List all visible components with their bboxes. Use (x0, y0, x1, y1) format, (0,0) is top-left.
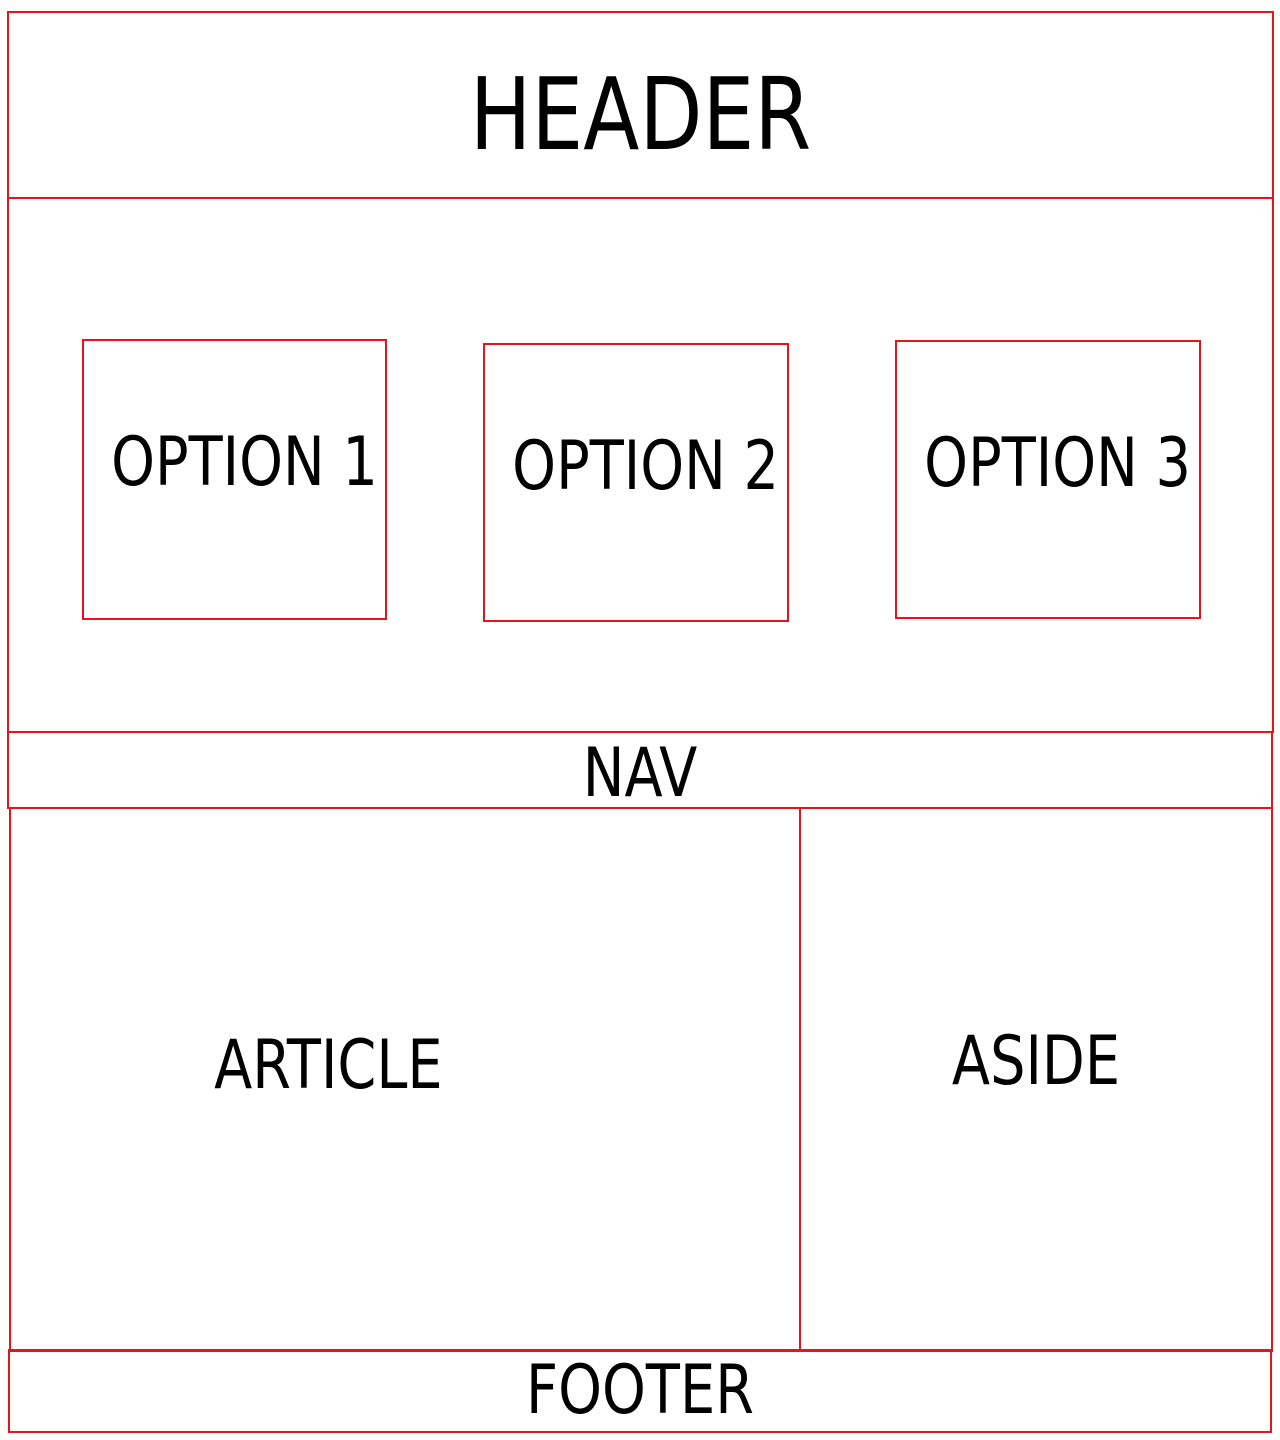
option-2-box[interactable]: OPTION 2 (483, 343, 789, 622)
option-2-label: OPTION 2 (512, 427, 780, 506)
aside-label: ASIDE (951, 1022, 1121, 1101)
article-label: ARTICLE (214, 1026, 443, 1105)
header-region: HEADER (7, 11, 1274, 199)
footer-region: FOOTER (8, 1349, 1272, 1433)
aside-region: ASIDE (799, 808, 1273, 1352)
article-region: ARTICLE (9, 808, 802, 1352)
nav-label: NAV (582, 734, 698, 813)
nav-region: NAV (7, 731, 1273, 809)
header-label: HEADER (469, 56, 812, 173)
option-3-box[interactable]: OPTION 3 (895, 340, 1201, 619)
option-3-label: OPTION 3 (924, 424, 1192, 503)
option-1-box[interactable]: OPTION 1 (82, 339, 387, 620)
footer-label: FOOTER (526, 1351, 754, 1430)
option-1-label: OPTION 1 (111, 423, 378, 502)
